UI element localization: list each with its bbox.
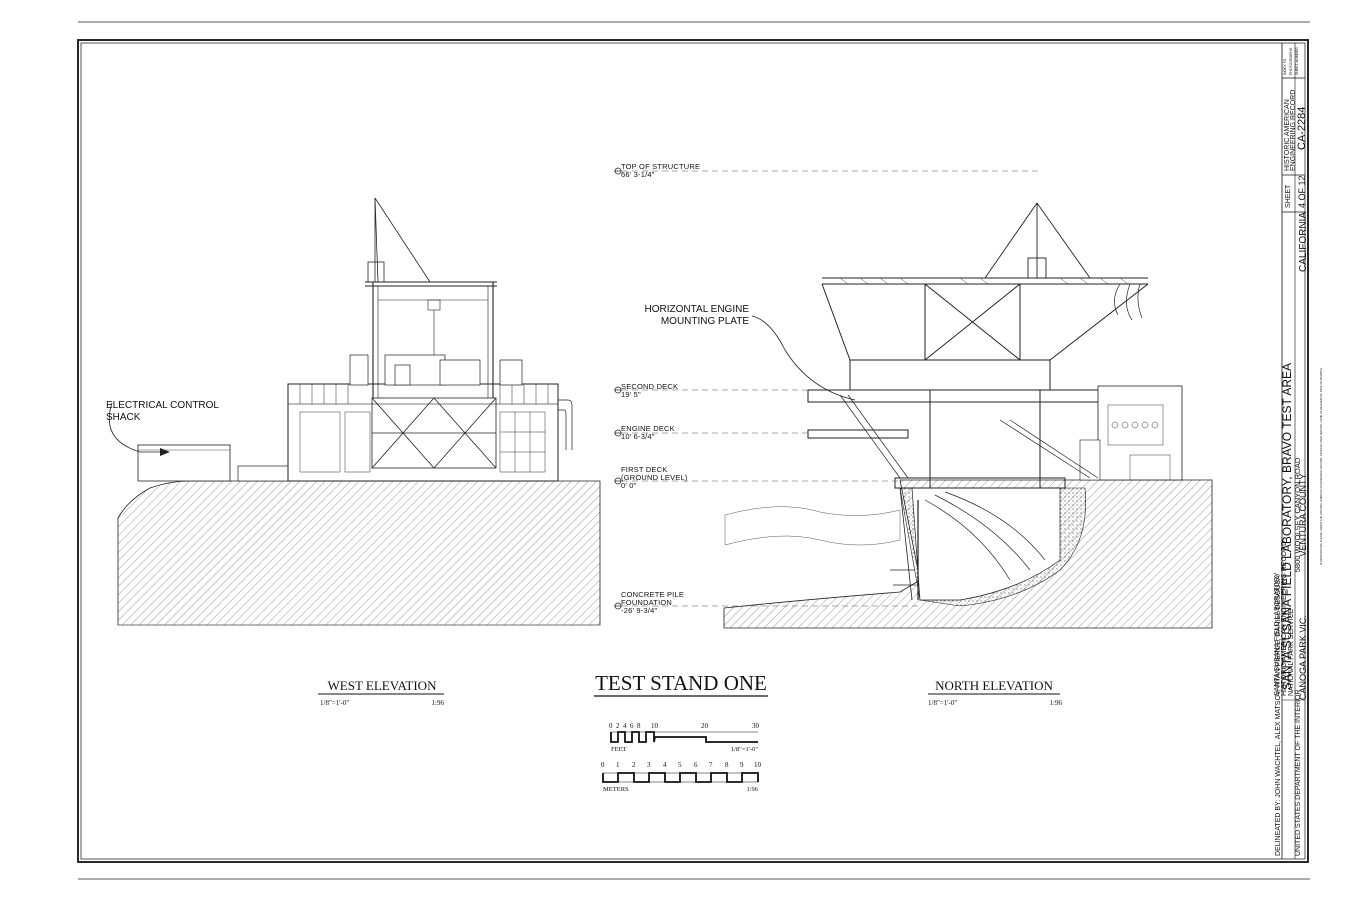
level-label-concrete-pile: CONCRETE PILE — [621, 590, 684, 599]
project-title: SANTA SUSANA FIELD LABORATORY, BRAVO TES… — [1280, 363, 1294, 690]
callout-engine-line1: HORIZONTAL ENGINE — [645, 304, 750, 315]
meters-tick-5: 5 — [678, 761, 682, 769]
callout-electrical-line1: ELECTRICAL CONTROL — [106, 400, 219, 411]
record-number: CA-2284 — [1296, 107, 1308, 150]
north-elevation-drawing — [723, 202, 1213, 629]
index-line1: INDEX TO — [1283, 58, 1287, 75]
meters-tick-8: 8 — [725, 761, 729, 769]
electrical-callout-leader — [108, 402, 160, 453]
reproduction-footnote: IF REPRODUCED, PLEASE CREDIT THE HISTORI… — [1319, 368, 1323, 565]
meters-tick-4: 4 — [663, 761, 667, 769]
level-label-first-deck: FIRST DECK — [621, 465, 667, 474]
level-symbols — [614, 167, 622, 610]
title-block-org-line1: SANTA SUSANA FIELD LABORATORY — [1274, 572, 1281, 696]
meters-tick-3: 3 — [647, 761, 651, 769]
project-state: CALIFORNIA — [1298, 212, 1309, 272]
west-elevation-drawing — [117, 197, 601, 626]
feet-tick-4: 4 — [623, 722, 627, 730]
meters-tick-7: 7 — [709, 761, 713, 769]
title-block-org-line2: HISTORIC AMERICAN ENGINEERING RECORD — [1281, 541, 1288, 696]
level-label-foundation: FOUNDATION — [621, 598, 672, 607]
index-line3: SHEET NUMBER — [1295, 47, 1299, 75]
feet-scale-ratio: 1/8"=1'-0" — [731, 746, 758, 753]
outer-border — [77, 39, 1309, 863]
meters-tick-1: 1 — [616, 761, 620, 769]
feet-tick-20: 20 — [701, 722, 709, 730]
callout-electrical-line2: SHACK — [106, 412, 141, 423]
level-label-engine-deck: ENGINE DECK — [621, 424, 675, 433]
program-line1: HISTORIC AMERICAN — [1284, 99, 1291, 171]
west-elevation-title: WEST ELEVATION — [328, 678, 438, 693]
north-top-truss — [821, 277, 1149, 361]
inner-border — [80, 42, 1306, 860]
level-markers — [622, 170, 1040, 607]
level-label-ground-level: (GROUND LEVEL) — [621, 473, 688, 482]
drawing-title: TEST STAND ONE — [595, 671, 767, 695]
meters-scale-bar: 0 1 2 3 4 5 6 7 8 9 10 METERS 1:96 — [601, 761, 762, 793]
level-value-second-deck: 19' 5" — [621, 390, 641, 399]
north-elevation-title: NORTH ELEVATION — [935, 678, 1053, 693]
feet-tick-2: 2 — [616, 722, 620, 730]
west-main-building — [287, 383, 559, 482]
meters-tick-6: 6 — [694, 761, 698, 769]
north-right-building — [1097, 385, 1183, 481]
level-label-top-of-structure: TOP OF STRUCTURE — [621, 162, 700, 171]
project-location: CANOGA PARK VIC. — [1298, 615, 1308, 700]
feet-tick-30: 30 — [752, 722, 760, 730]
electrical-callout-arrowhead — [160, 448, 170, 456]
meters-scale-ratio: 1:96 — [746, 786, 758, 793]
sheet-number: 4 OF 12 — [1297, 175, 1307, 208]
callout-engine-line2: MOUNTING PLATE — [661, 316, 749, 327]
title-block: DELINEATED BY: JOHN WACHTEL, ALEX MATSOV… — [1274, 43, 1323, 859]
feet-tick-6: 6 — [630, 722, 634, 730]
project-address: 5800 WOOLSEY CANYON ROAD — [1293, 457, 1302, 572]
project-county: VENTURA COUNTY — [1298, 473, 1308, 556]
level-value-concrete-pile: -26' 9-3/4" — [621, 606, 657, 615]
feet-scale-bar: 0 2 4 6 8 10 20 30 FEET 1/8"=1'-0" — [609, 722, 760, 753]
title-block-org-line4: UNITED STATES DEPARTMENT OF THE INTERIOR — [1295, 690, 1302, 856]
meters-tick-9: 9 — [740, 761, 744, 769]
meters-tick-10: 10 — [754, 761, 762, 769]
north-elevation-ratio: 1:96 — [1050, 699, 1063, 707]
west-elevation-scale: 1/8"=1'-0" — [320, 699, 349, 707]
title-block-org-line3: NATIONAL PARK SERVICE — [1288, 608, 1295, 696]
meters-tick-0: 0 — [601, 761, 605, 769]
level-value-engine-deck: 10' 6-3/4" — [621, 432, 655, 441]
sheet-label: SHEET — [1285, 184, 1292, 208]
feet-tick-8: 8 — [637, 722, 641, 730]
level-value-first-deck: 0' 0" — [621, 481, 637, 490]
feet-unit-label: FEET — [611, 746, 627, 753]
index-line2: PHOTOGRAPHS — [1289, 47, 1293, 75]
electrical-shack — [137, 444, 231, 482]
level-value-top-of-structure: 66' 3-1/4" — [621, 170, 655, 179]
feet-tick-10: 10 — [651, 722, 659, 730]
west-elevation-title-block: WEST ELEVATION 1/8"=1'-0" 1:96 — [318, 678, 444, 707]
meters-unit-label: METERS — [603, 786, 629, 793]
program-line2: ENGINEERING RECORD — [1290, 90, 1297, 171]
north-elevation-scale: 1/8"=1'-0" — [928, 699, 957, 707]
feet-tick-0: 0 — [609, 722, 613, 730]
main-title-block: TEST STAND ONE — [594, 671, 768, 697]
west-ground-hatch — [117, 480, 601, 626]
meters-tick-2: 2 — [632, 761, 636, 769]
north-elevation-title-block: NORTH ELEVATION 1/8"=1'-0" 1:96 — [928, 678, 1062, 707]
level-labels: TOP OF STRUCTURE 66' 3-1/4" SECOND DECK … — [621, 162, 700, 615]
west-elevation-ratio: 1:96 — [432, 699, 445, 707]
delineated-by: DELINEATED BY: JOHN WACHTEL, ALEX MATSOV… — [1275, 575, 1282, 856]
level-label-second-deck: SECOND DECK — [621, 382, 678, 391]
